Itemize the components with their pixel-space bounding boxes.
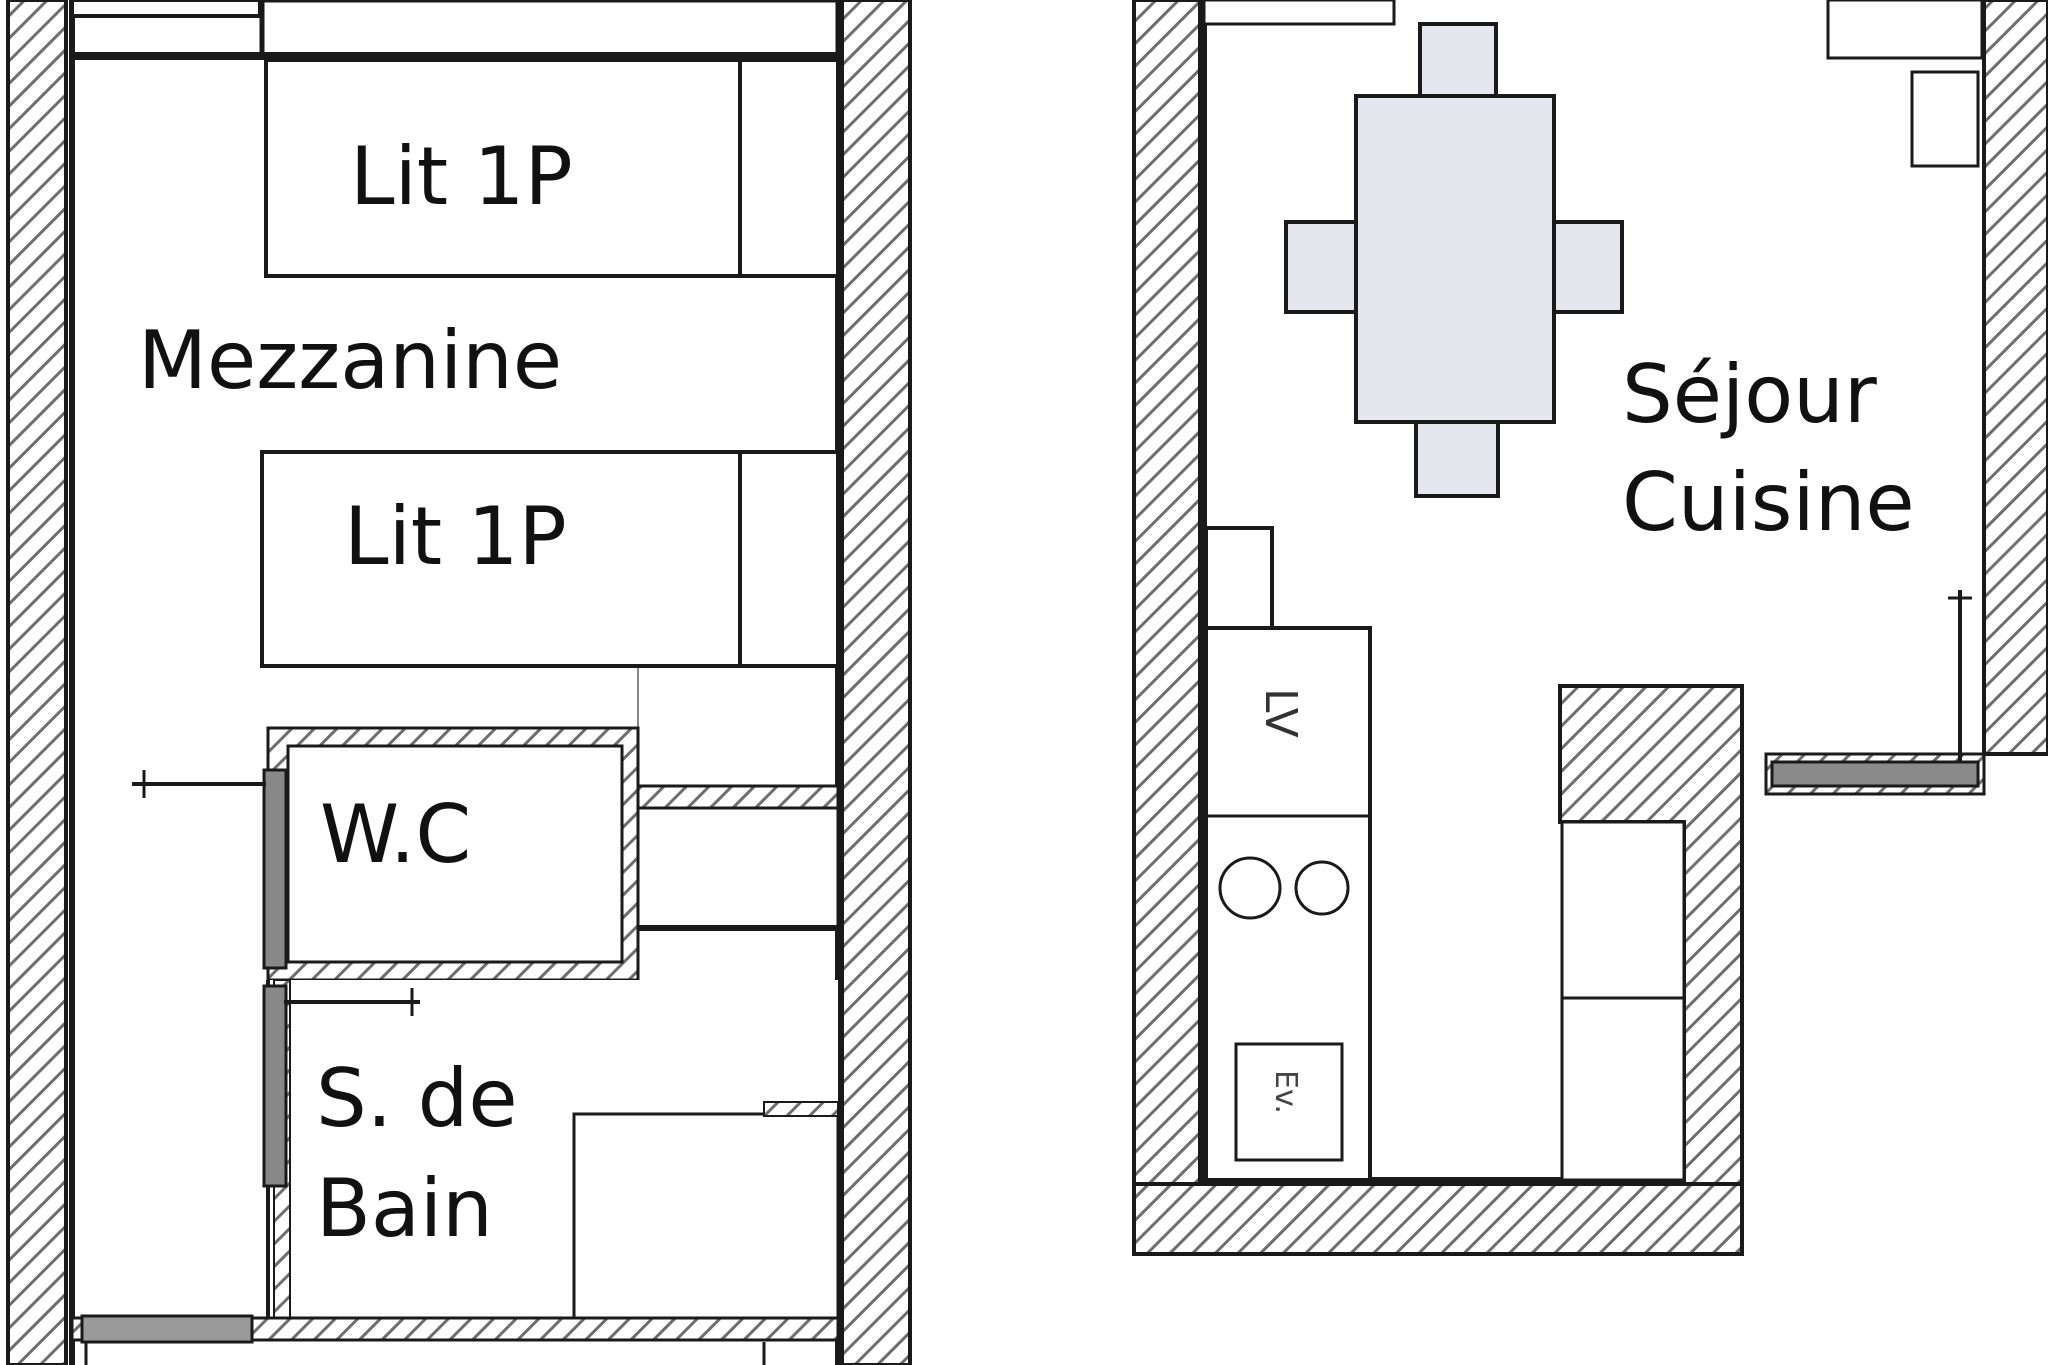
bed-1-label: Lit 1P <box>350 130 573 223</box>
sink-label: Ev. <box>1268 1070 1303 1114</box>
right-unit-bottom-wall <box>1132 1182 1744 1256</box>
top-right-cabinet <box>1826 0 1984 60</box>
wc-door[interactable] <box>132 768 288 970</box>
wc-room: W.C <box>266 726 840 982</box>
right-unit: Séjour Cuisine LV Ev. <box>1132 0 2048 1256</box>
left-outer-wall <box>6 0 68 1365</box>
fridge-unit <box>1560 820 1686 1182</box>
balcony-door[interactable] <box>1764 590 1986 796</box>
mezzanine-label: Mezzanine <box>138 314 562 407</box>
left-unit-right-wall <box>840 0 912 1365</box>
bath-label-line1: S. de <box>316 1052 518 1145</box>
left-bottom-wall <box>70 1316 840 1342</box>
side-cabinet <box>1910 70 1980 168</box>
right-outer-wall <box>1982 0 2048 756</box>
top-storage <box>70 0 262 18</box>
kitchen-counter: LV Ev. <box>1204 526 1372 1182</box>
left-bottom-window[interactable] <box>80 1314 254 1344</box>
wc-label: W.C <box>320 788 471 881</box>
bed-2-label: Lit 1P <box>344 490 567 583</box>
top-room-box <box>259 0 841 59</box>
burner-small <box>1294 860 1350 916</box>
bed-2: Lit 1P <box>260 450 840 668</box>
bath-label-line2: Bain <box>316 1162 493 1255</box>
washer-label: LV <box>1255 688 1306 738</box>
bath-door[interactable] <box>262 984 420 1188</box>
living-label-line1: Séjour <box>1622 348 1877 441</box>
bed-1: Lit 1P <box>264 58 840 278</box>
table-top <box>1354 94 1556 424</box>
small-cabinet <box>1204 526 1274 632</box>
left-unit: Lit 1P Mezzanine Lit 1P W.C <box>6 0 912 1365</box>
right-unit-left-wall <box>1132 0 1202 1186</box>
right-partition-wall <box>1558 684 1744 1186</box>
dining-table <box>1284 22 1624 498</box>
sink <box>1234 1042 1344 1162</box>
living-label-line2: Cuisine <box>1622 456 1915 549</box>
bathroom: S. de Bain <box>266 979 840 1332</box>
burner-large <box>1218 856 1282 920</box>
top-left-cabinet <box>1202 0 1396 26</box>
